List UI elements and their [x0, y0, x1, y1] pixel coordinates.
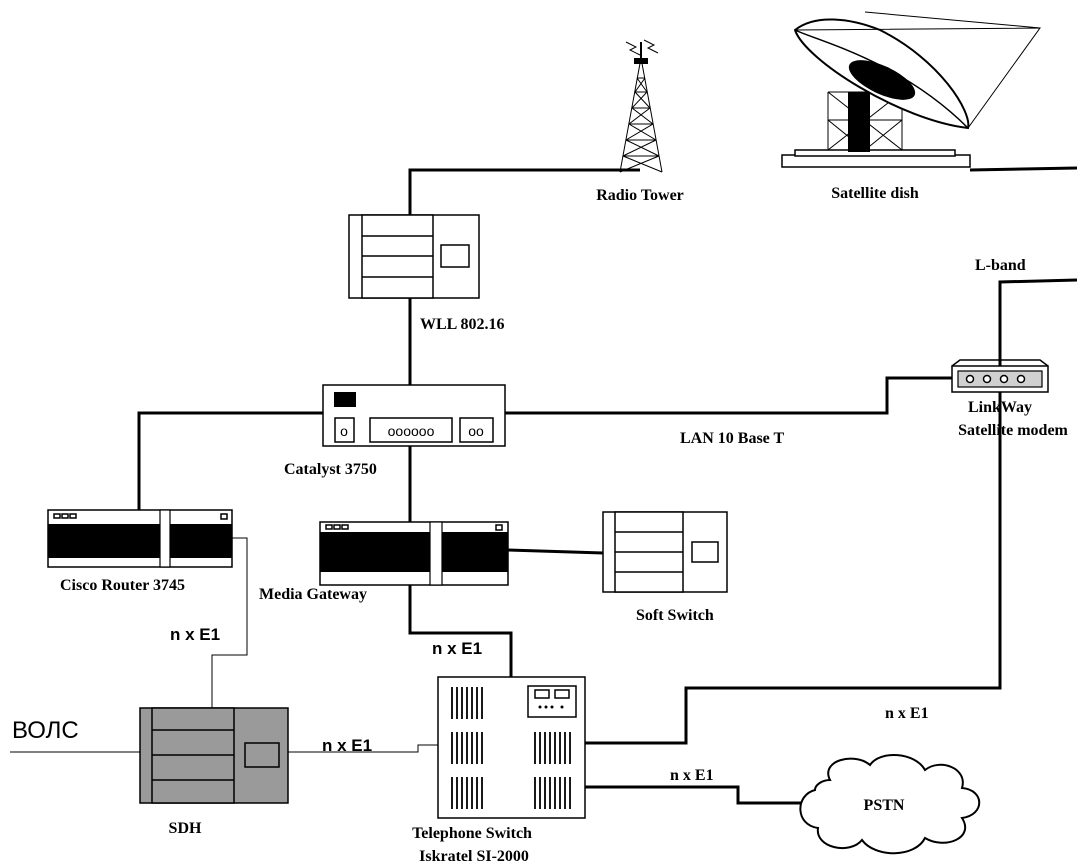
l-band-label: L-band	[975, 257, 1026, 274]
wire-modem-switch	[585, 392, 1002, 745]
radio-tower-icon: Radio Tower	[596, 39, 684, 204]
catalyst-port-right: oo	[468, 423, 484, 439]
soft-switch-label: Soft Switch	[636, 607, 714, 624]
connections	[10, 166, 1077, 805]
nxe1-mg-switch-label: n x E1	[432, 639, 482, 658]
radio-tower-label: Radio Tower	[596, 187, 684, 204]
telephone-switch-model-label: Iskratel SI-2000	[419, 848, 529, 865]
soft-switch: Soft Switch	[602, 511, 728, 624]
wire-catalyst-router	[137, 411, 323, 510]
wire-sdh-switch	[288, 744, 438, 753]
wire-router-sdh	[211, 537, 248, 708]
nxe1-sdh-switch-label: n x E1	[322, 736, 372, 755]
wll-label: WLL 802.16	[420, 316, 504, 333]
wire-tower-wll	[408, 168, 640, 215]
satellite-dish-label: Satellite dish	[831, 185, 919, 202]
satellite-dish-icon: Satellite dish	[781, 11, 1041, 202]
catalyst-ports: oooooo	[388, 423, 435, 439]
wire-switch-pstn	[585, 785, 802, 805]
cisco-router-label: Cisco Router 3745	[60, 577, 185, 594]
sdh-label: SDH	[169, 820, 202, 837]
telephone-switch-label: Telephone Switch	[412, 825, 532, 842]
pstn-cloud-icon: PSTN	[799, 753, 981, 855]
nxe1-router-sdh-label: n x E1	[170, 625, 220, 644]
linkway-sublabel: Satellite modem	[958, 422, 1068, 439]
wire-mg-switch	[408, 585, 513, 677]
wire-dish	[969, 166, 1077, 172]
sdh-device: SDH	[139, 707, 289, 837]
lan-label: LAN 10 Base T	[680, 430, 784, 447]
volc-label: ВОЛС	[12, 717, 79, 744]
nxe1-switch-modem-label: n x E1	[885, 705, 929, 722]
linkway-modem: LinkWay Satellite modem	[951, 359, 1069, 439]
catalyst-label: Catalyst 3750	[284, 461, 377, 478]
media-gateway: Media Gateway	[259, 521, 509, 603]
cisco-router: Cisco Router 3745	[47, 509, 233, 594]
wll-device: WLL 802.16	[348, 214, 504, 333]
media-gateway-label: Media Gateway	[259, 586, 367, 603]
telephone-switch: Telephone Switch Iskratel SI-2000	[412, 676, 586, 865]
catalyst-switch: o oooooo oo Catalyst 3750	[284, 384, 506, 478]
wire-mg-softswitch	[507, 548, 604, 555]
catalyst-port-left: o	[340, 423, 348, 439]
wire-lan	[505, 376, 952, 415]
linkway-label: LinkWay	[968, 399, 1032, 416]
pstn-label: PSTN	[864, 797, 905, 814]
nxe1-switch-pstn-label: n x E1	[670, 767, 714, 784]
wire-lband	[998, 278, 1077, 366]
